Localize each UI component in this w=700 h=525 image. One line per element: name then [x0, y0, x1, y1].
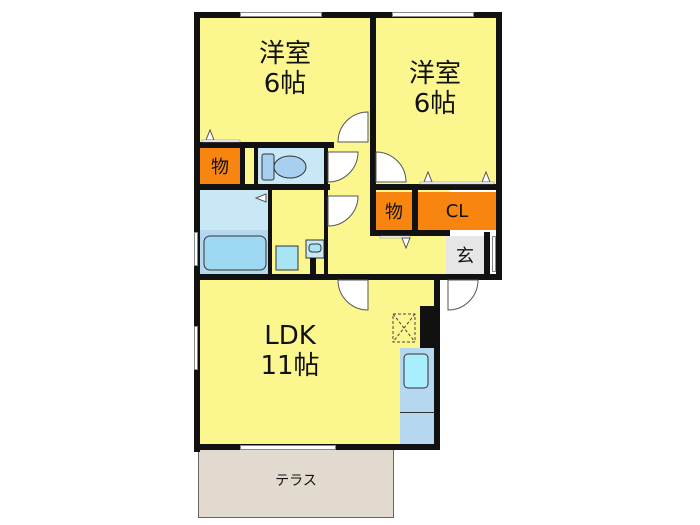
storage-1-label: 物: [211, 157, 229, 178]
wall: [370, 12, 376, 234]
storage-2-label: 物: [385, 202, 403, 223]
ldk-name: LDK: [264, 321, 316, 351]
window: [240, 445, 336, 450]
wall: [412, 188, 418, 232]
entrance: 玄: [446, 236, 484, 274]
sliding-door-icon: [254, 193, 267, 203]
door-icon[interactable]: [327, 150, 360, 184]
wall: [496, 12, 502, 280]
wall: [420, 306, 434, 348]
closet: CL: [418, 192, 496, 230]
ldk-room: [198, 278, 438, 448]
refrigerator-space-icon: [392, 313, 416, 343]
wall: [310, 258, 316, 278]
wall: [370, 184, 502, 190]
wall: [194, 274, 444, 280]
door-icon[interactable]: [334, 111, 370, 144]
wall: [440, 274, 502, 280]
door-icon[interactable]: [375, 150, 408, 184]
washing-machine-icon: [275, 245, 299, 271]
western-room-1-size: 6帖: [263, 68, 307, 99]
toilet-icon: [261, 153, 307, 181]
western-room-1-name: 洋室: [258, 39, 311, 69]
kitchen-sink-icon: [403, 353, 429, 389]
wall: [434, 274, 440, 450]
wall: [324, 142, 328, 278]
door-icon[interactable]: [336, 279, 372, 312]
western-room-2-name: 洋室: [408, 59, 461, 89]
terrace: テラス: [198, 448, 394, 518]
wall: [194, 184, 330, 190]
window: [240, 12, 322, 17]
wall: [194, 142, 334, 148]
door-icon[interactable]: [327, 194, 360, 228]
window: [194, 232, 198, 266]
sliding-door-icon: [201, 128, 241, 143]
closet-label: CL: [445, 200, 469, 222]
entrance-door-icon[interactable]: [446, 279, 482, 312]
entrance-label: 玄: [456, 246, 474, 267]
washbasin-icon: [305, 239, 325, 259]
toilet-corridor: [245, 146, 256, 186]
bathtub-icon: [203, 235, 267, 271]
wall: [254, 142, 258, 186]
western-room-1-label: 洋室 6帖: [230, 39, 340, 100]
terrace-label: テラス: [275, 473, 317, 489]
window: [392, 12, 474, 17]
storage-1: 物: [200, 148, 240, 184]
sliding-door-icon: [379, 235, 411, 250]
wall: [240, 142, 245, 186]
ldk-label: LDK 11帖: [230, 321, 350, 382]
western-room-1: [198, 16, 370, 146]
wall: [268, 190, 272, 278]
western-room-2-size: 6帖: [413, 88, 457, 119]
kitchen-counter-divider: [400, 412, 434, 413]
wall: [370, 230, 450, 236]
window: [194, 326, 198, 370]
window: [492, 236, 496, 272]
western-room-2-label: 洋室 6帖: [380, 59, 490, 120]
ldk-size: 11帖: [260, 350, 320, 381]
sliding-door-icon: [419, 170, 495, 185]
wall: [484, 232, 490, 278]
storage-2: 物: [376, 192, 412, 230]
